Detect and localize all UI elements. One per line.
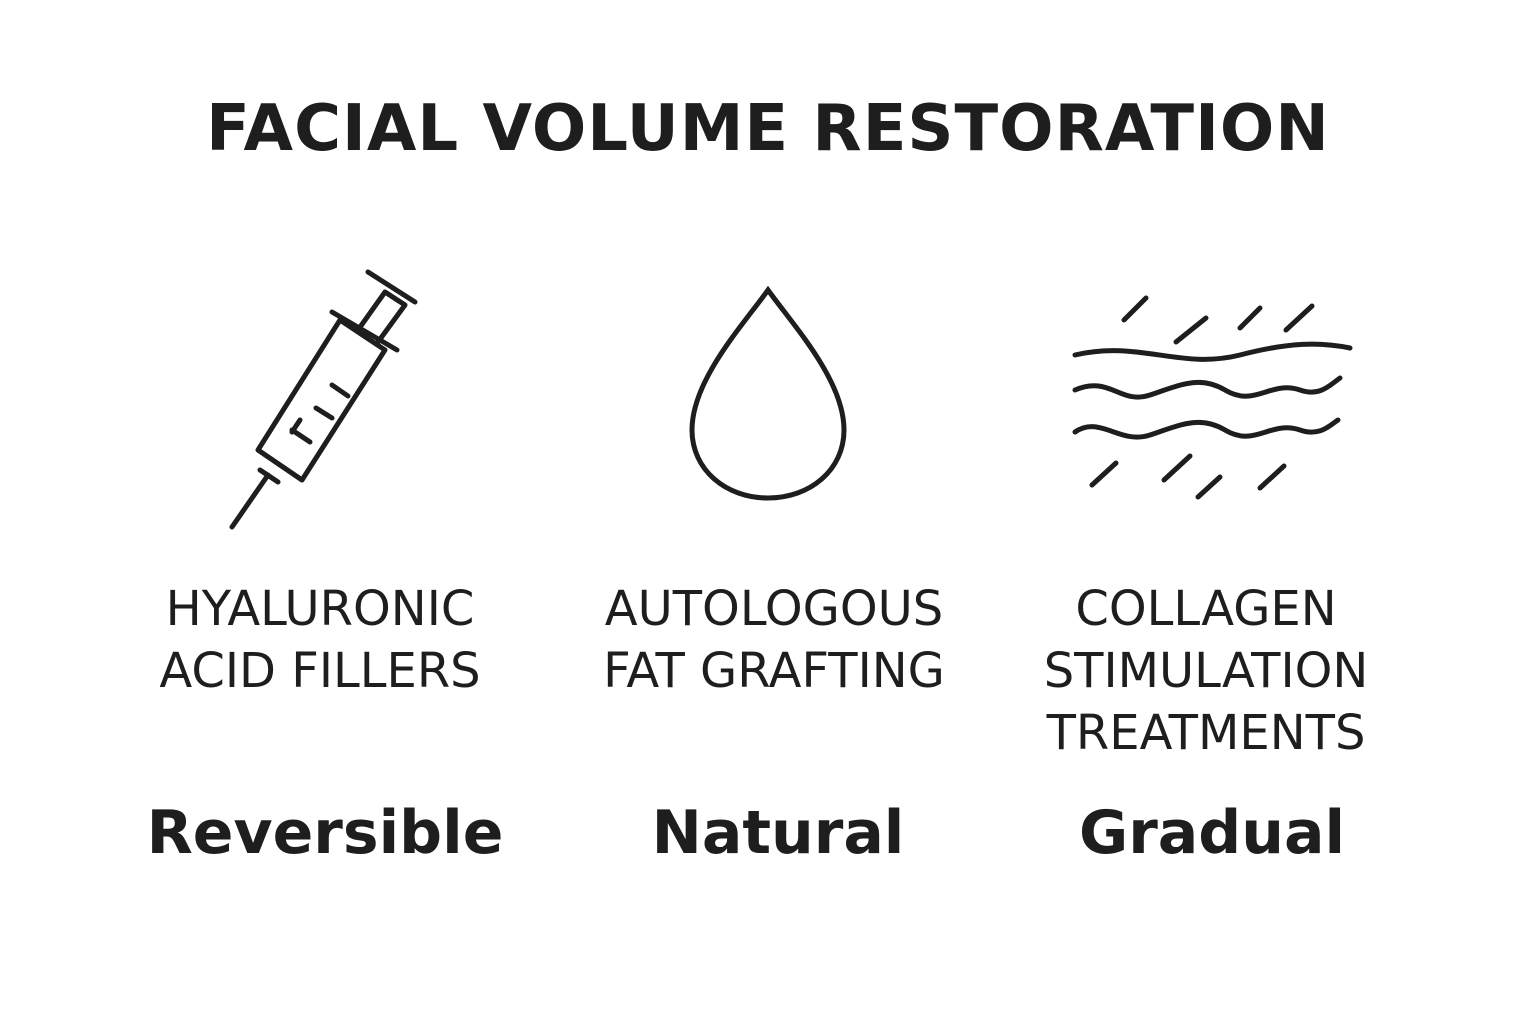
droplet-icon (558, 260, 978, 540)
item-name-collagen: COLLAGEN STIMULATION TREATMENTS (996, 578, 1416, 764)
name-line: AUTOLOGOUS (604, 581, 944, 637)
attribute-reversible: Reversible (146, 798, 504, 868)
item-name-fat-grafting: AUTOLOGOUS FAT GRAFTING (564, 578, 984, 702)
syringe-icon (110, 260, 530, 540)
name-line: FAT GRAFTING (603, 643, 945, 699)
attribute-natural: Natural (651, 798, 905, 868)
name-line: ACID FILLERS (159, 643, 481, 699)
name-line: STIMULATION (1043, 643, 1369, 699)
name-line: HYALURONIC (165, 581, 475, 637)
skin-layers-icon (1000, 260, 1420, 540)
page-title: FACIAL VOLUME RESTORATION (206, 92, 1330, 166)
name-line: COLLAGEN (1075, 581, 1337, 637)
name-line: TREATMENTS (1046, 705, 1366, 761)
attribute-gradual: Gradual (1078, 798, 1346, 868)
item-name-hyaluronic: HYALURONIC ACID FILLERS (110, 578, 530, 702)
